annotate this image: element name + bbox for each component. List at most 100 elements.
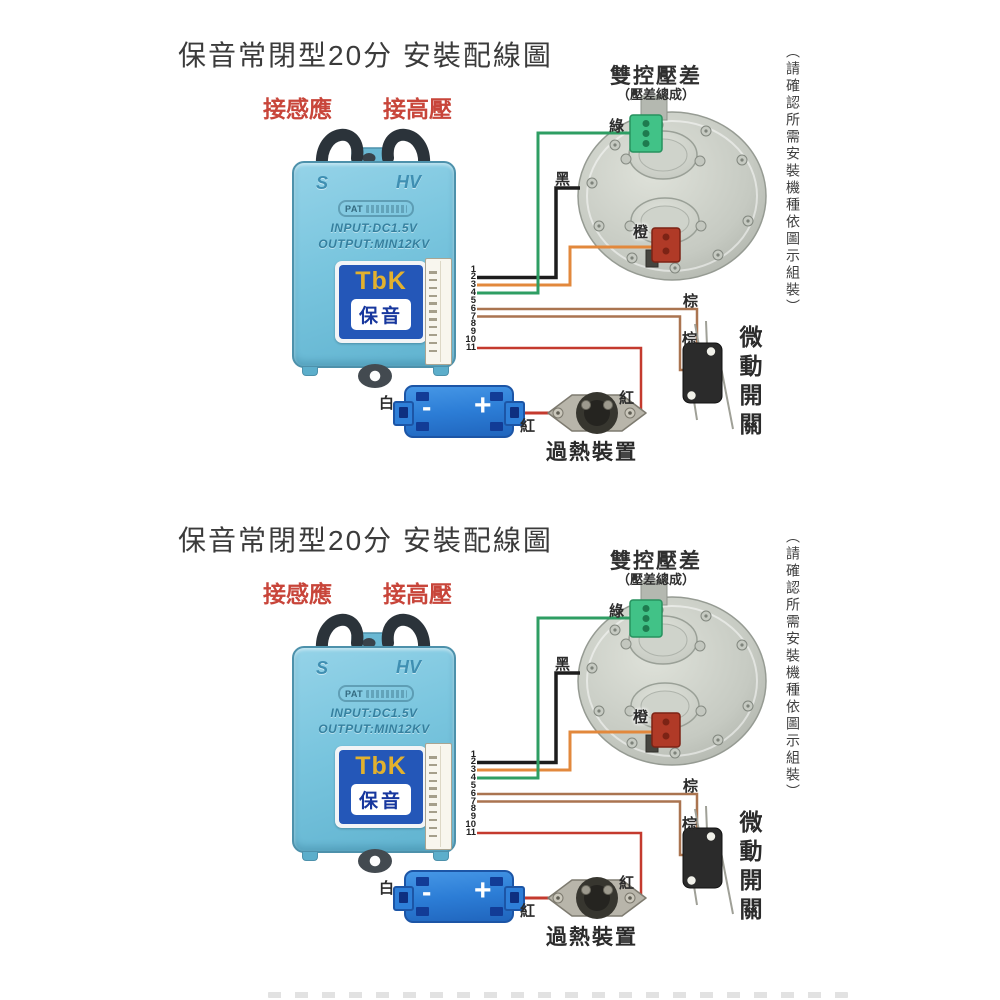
- wire-label-red-battery: 紅: [520, 903, 536, 920]
- pin-number-1: 1: [470, 263, 476, 275]
- wires: [477, 131, 699, 415]
- pin-contact: [429, 286, 437, 290]
- battery-holder: - +: [393, 870, 525, 923]
- pin-number-2: 2: [470, 271, 476, 283]
- pin-number-3: 3: [470, 764, 476, 776]
- pat-plate: PAT: [338, 200, 414, 217]
- green-connector: [629, 114, 663, 153]
- wire-label-orange: 橙: [633, 709, 649, 726]
- wire-label-black: 黑: [555, 171, 571, 188]
- mounting-ear: [358, 849, 392, 873]
- pin-connector-strip: [425, 258, 452, 365]
- pressure-switch-details: [620, 95, 707, 268]
- pin-number-9: 9: [470, 326, 476, 338]
- wire-label-green: 綠: [609, 603, 625, 620]
- battery-terminal-minus: [393, 886, 414, 911]
- overheat-device-label: 過熱裝置: [546, 926, 638, 949]
- tap-sensor-label: 接感應: [263, 581, 332, 607]
- plus-marking: +: [474, 389, 492, 422]
- battery-terminal-minus: [393, 401, 414, 426]
- pin-number-8: 8: [470, 318, 476, 330]
- diagram-graphics: [315, 580, 767, 919]
- micro-switch: [682, 320, 734, 430]
- pin-number-2: 2: [470, 756, 476, 768]
- wire-label-white: 白: [379, 395, 395, 412]
- pin-number-4: 4: [470, 287, 476, 299]
- model-text: 保音: [350, 299, 411, 330]
- pat-fine-print: [366, 689, 407, 698]
- pressure-switch-subtitle: （壓差總成）: [616, 87, 695, 102]
- pat-marking: PAT: [345, 688, 364, 699]
- pin-connector-strip: [425, 743, 452, 850]
- s-terminal-marking: S: [316, 658, 329, 678]
- device-foot-left: [302, 852, 318, 861]
- minus-marking: -: [422, 391, 432, 422]
- hanger-hole: [362, 153, 376, 163]
- orange-connector: [645, 712, 681, 753]
- pin-contact: [429, 341, 437, 345]
- pressure-switch-title: 雙控壓差: [610, 550, 702, 573]
- brand-label: TbK 保音: [335, 746, 427, 828]
- overheat-device-label: 過熱裝置: [546, 441, 638, 464]
- pin-contact: [429, 756, 437, 759]
- micro-switch-label: 微動開關: [736, 810, 762, 926]
- pin-number-11: 11: [465, 827, 476, 838]
- pin-contact: [429, 810, 437, 814]
- wire-label-green: 綠: [609, 118, 625, 135]
- wire-orange: [477, 245, 652, 287]
- pin-contact: [429, 771, 437, 775]
- pin-contact: [429, 763, 437, 767]
- pin-number-10: 10: [465, 819, 476, 831]
- side-note: （請確認所需安裝機種依圖示組裝）: [785, 44, 801, 316]
- wire-label-black: 黑: [555, 656, 571, 673]
- minus-marking: -: [422, 876, 432, 907]
- diagram-title: 保音常閉型20分 安裝配線圖: [178, 525, 553, 556]
- hanger-hole: [362, 638, 376, 648]
- green-connector: [629, 599, 663, 638]
- wire-orange: [477, 730, 652, 772]
- input-rating-marking: INPUT:DC1.5V: [330, 221, 418, 235]
- side-note: （請確認所需安裝機種依圖示組裝）: [785, 529, 801, 801]
- wire-green: [477, 131, 632, 295]
- pin-number-6: 6: [470, 787, 476, 799]
- battery-terminal-plus: [504, 886, 525, 911]
- pin-number-4: 4: [470, 772, 476, 784]
- pin-number-7: 7: [470, 795, 476, 807]
- pin-contact: [429, 333, 437, 337]
- battery-terminal-plus: [504, 401, 525, 426]
- pin-contact: [429, 294, 437, 298]
- pin-number-5: 5: [470, 294, 476, 306]
- diagram-graphics: [315, 95, 767, 434]
- wire-label-brown-bottom: 棕: [682, 331, 698, 348]
- pat-plate: PAT: [338, 685, 414, 702]
- orange-connector: [645, 227, 681, 268]
- s-terminal-marking: S: [316, 173, 329, 193]
- brand-label: TbK 保音: [335, 261, 427, 343]
- pin-contact: [429, 834, 437, 837]
- pin-contact: [429, 826, 437, 830]
- pin-number-7: 7: [470, 310, 476, 322]
- micro-switch-label: 微動開關: [736, 325, 762, 441]
- pin-number-3: 3: [470, 279, 476, 291]
- pin-contact: [429, 803, 437, 806]
- wire-green: [477, 616, 632, 780]
- pin-contact: [429, 779, 437, 783]
- plus-marking: +: [474, 874, 492, 907]
- brand-text: TbK: [355, 267, 407, 295]
- wire-brown-top: [477, 792, 699, 831]
- pin-number-9: 9: [470, 811, 476, 823]
- wiring-diagram-top: 保音常閉型20分 安裝配線圖 接感應 接高壓 （請確認所需安裝機種依圖示組裝） …: [0, 30, 1000, 500]
- tap-high-voltage-label: 接高壓: [383, 96, 452, 122]
- wire-label-red-battery: 紅: [520, 418, 536, 435]
- overheat-device: [547, 877, 647, 919]
- pressure-switch-subtitle: （壓差總成）: [616, 572, 695, 587]
- pin-contact: [429, 795, 437, 798]
- pin-contact: [429, 325, 437, 329]
- pin-contact: [429, 818, 437, 822]
- pin-contact: [429, 278, 437, 282]
- pin-contact: [429, 349, 437, 352]
- pat-marking: PAT: [345, 203, 364, 214]
- cropped-text-edge: [268, 992, 848, 998]
- pressure-switch-title: 雙控壓差: [610, 65, 702, 88]
